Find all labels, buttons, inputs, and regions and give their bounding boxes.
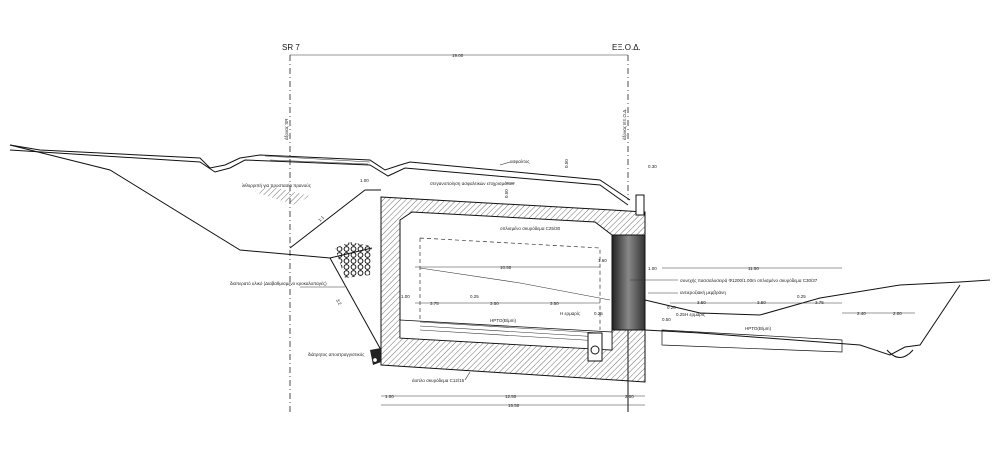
dim-inner-width: 10.50: [500, 265, 512, 270]
lower-road-right: [644, 279, 991, 316]
dim-right-lane-a: 3.50: [697, 300, 706, 305]
road-surface-base: [9, 149, 629, 206]
dim-right-kerb: 0.25: [797, 294, 806, 299]
label-drain: διάτρητος αποστραγγιστικός: [308, 351, 365, 357]
dim-bottom-mid: 12.50: [505, 394, 517, 399]
dim-lane-c: 3.50: [550, 301, 559, 306]
riprap-protection: [255, 186, 310, 205]
lower-road-profile: [419, 267, 611, 301]
label-pipe-left: ΗΡΤΟ(Β/μm): [490, 318, 517, 323]
dim-clearance-left: 1.00: [401, 294, 410, 299]
floor-hatch: [419, 321, 601, 342]
axis-label-sr7: SR 7: [282, 43, 300, 52]
label-backfill: διαπερατό υλικό (Διαβαθμισμένο κροκαλοπα…: [230, 280, 327, 286]
drain-chamber: [587, 332, 603, 362]
slope-line-upper: [289, 189, 381, 249]
dim-parapet: 0.30: [648, 164, 657, 169]
dim-top-span: 19.00: [452, 53, 464, 58]
clearance-envelope: [419, 237, 601, 330]
drain-left: [370, 348, 381, 365]
existing-ground-right: [644, 284, 961, 356]
dim-right-gap: 1.00: [648, 266, 657, 271]
label-waterproofing: στεγανοποίηση ασφαλτικών επιχρισμάτων: [430, 180, 515, 186]
dim-bottom-right: 2.00: [625, 394, 634, 399]
road-surface: [9, 144, 631, 201]
slope-label-2: 3:2: [335, 298, 343, 306]
axis-note-right: άξονας ΕΞ.Ο.Δ.: [621, 109, 627, 140]
dim-right-small-b: 0.25: [676, 312, 685, 317]
label-reinforced-concrete: οπλισμένο σκυρόδεμα C25/30: [500, 225, 561, 231]
dim-roof-top: 0.50: [564, 159, 569, 168]
dim-right-small-c: 0.50: [662, 317, 671, 322]
label-plain-concrete: άοπλο σκυρόδεμα C12/15: [412, 377, 465, 383]
label-riprap: λιθορριπή για προστασία πρανούς: [242, 182, 312, 188]
axis-label-exod: ΕΞ.Ο.Δ.: [612, 43, 641, 52]
dim-right-lane-b: 3.50: [757, 300, 766, 305]
dim-kerb-b: 0.25: [594, 311, 603, 316]
gabion-stones: [335, 242, 372, 278]
ditch-right: [886, 349, 914, 358]
label-sidewalk-right: Η ερμαρίς: [685, 312, 706, 317]
label-waterproof-membrane: αντιεροζιακή μεμβράνη: [680, 289, 726, 295]
box-culvert-concrete: [380, 196, 646, 383]
dim-ditch-b: 2.00: [893, 311, 902, 316]
pavement-layers: [264, 155, 371, 165]
parapet: [635, 194, 645, 216]
drain-pipe-icon: [590, 345, 600, 355]
dim-bottom-total: 15.50: [508, 403, 520, 408]
axis-note-left: άξονας SR: [283, 118, 289, 140]
label-asphalt: ασφαλτος: [510, 159, 530, 164]
dim-right-small-a: 0.20: [667, 305, 676, 310]
label-sidewalk-left: Η ερμαρίς: [560, 311, 581, 316]
slope-line-lower: [329, 257, 382, 351]
dim-right-span: 11.50: [748, 266, 759, 271]
label-pile: συνεχής πασσαλοσειρά Φ1200/1.00m οπλισμέ…: [680, 277, 818, 283]
dim-roof-thk: 0.50: [504, 189, 509, 198]
dim-bottom-left: 1.00: [385, 394, 394, 399]
dim-left-overhang: 1.00: [360, 178, 369, 183]
slope-label-1: 1:1: [317, 214, 325, 222]
dim-inner-height: 1.60: [598, 258, 607, 263]
dim-kerb-a: 0.25: [470, 294, 479, 299]
dim-ditch-a: 2.40: [857, 311, 866, 316]
pile-wall: [611, 234, 646, 331]
label-pipe-right: ΗΡΤΟ(Β/μm): [745, 326, 772, 331]
dim-lane-b: 3.50: [490, 301, 499, 306]
dim-right-lane-c: 3.75: [815, 300, 824, 305]
right-pavement-slab: [661, 329, 843, 353]
dim-lane-a: 3.75: [430, 301, 439, 306]
